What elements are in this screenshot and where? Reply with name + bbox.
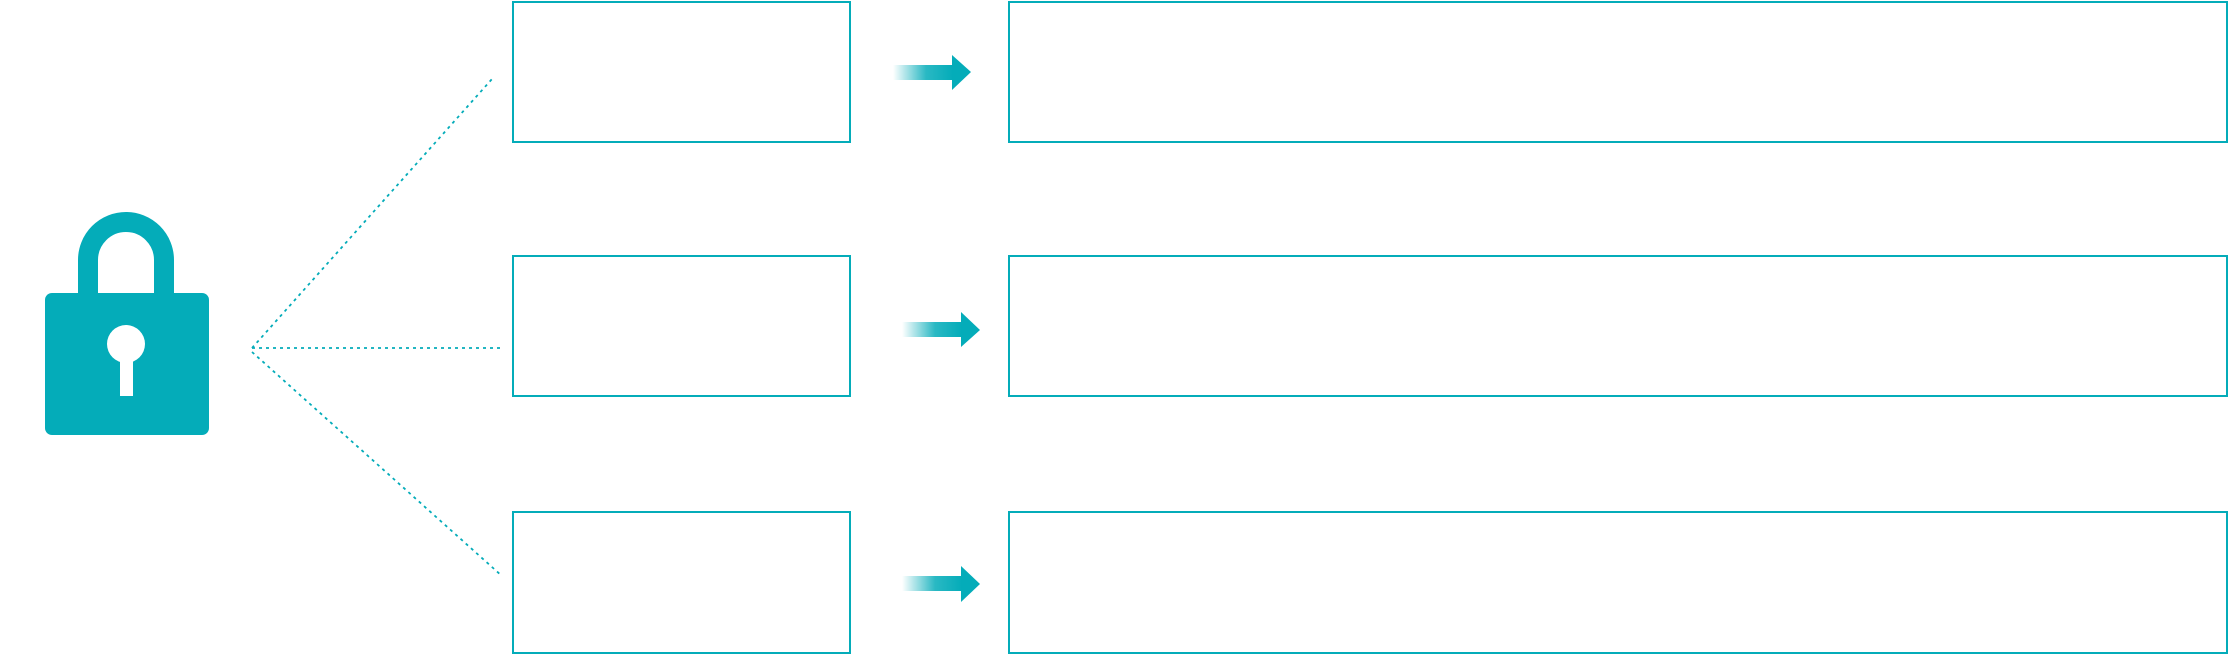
label-box-2	[512, 255, 851, 397]
padlock-icon	[45, 212, 209, 435]
connector-line-bottom	[251, 351, 503, 577]
description-box-2	[1008, 255, 2228, 397]
label-box-3	[512, 511, 851, 654]
label-box-1	[512, 1, 851, 143]
description-box-3	[1008, 511, 2228, 654]
diagram-row-1	[512, 1, 2228, 143]
connector-line-top	[251, 78, 493, 349]
diagram-row-3	[512, 511, 2228, 654]
connector-lines	[251, 78, 503, 577]
arrow-right-icon	[902, 566, 980, 602]
arrow-right-icon	[902, 312, 980, 347]
description-box-1	[1008, 1, 2228, 143]
diagram-row-2	[512, 255, 2228, 397]
arrow-right-icon	[893, 55, 971, 90]
